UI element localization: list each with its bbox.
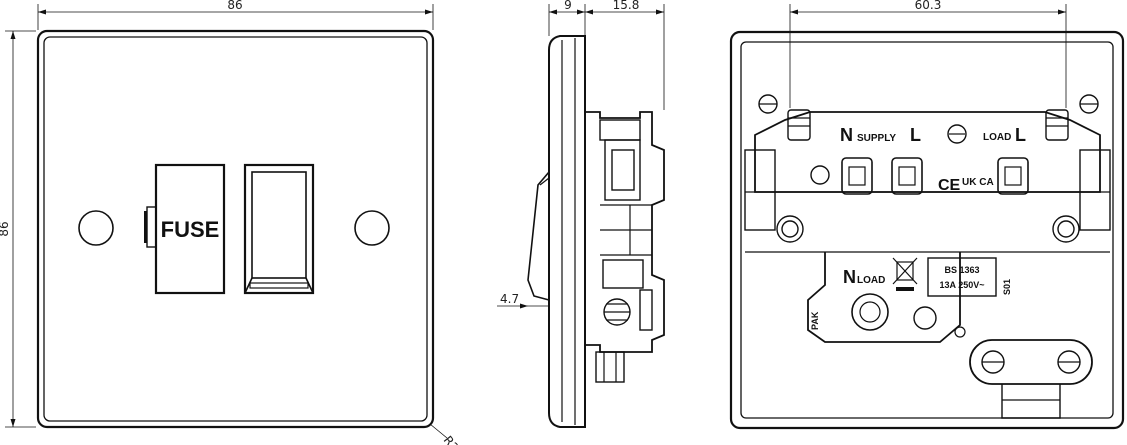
standard-label: BS 1363 [944,265,979,275]
side-rear-body [585,111,665,383]
neutral-load-terminal [851,293,889,331]
rating-panel [927,257,997,297]
cable-clamp [969,339,1093,419]
hole-spacing-label: 60.3 [915,0,942,12]
live-supply-letter: L [910,125,921,145]
switch-outline [243,163,315,295]
live-load-letter: L [1015,125,1026,145]
front-width-label: 86 [227,0,242,12]
rear-lower-block [807,252,961,343]
load-terminal-screw [913,306,937,330]
rear-plate-inner [740,41,1114,419]
earth-screw [947,124,967,144]
rear-plate-outline [729,30,1125,430]
weee-bin-icon [892,257,918,291]
front-view: 86 86 R2 FUSE [0,0,462,445]
front-width-dimension: 86 [37,0,434,30]
fuse-label: FUSE [161,217,220,242]
body-depth-label: 15.8 [613,0,640,12]
terminal-screws [810,157,1029,195]
ukca-mark: UK CA [962,177,994,188]
neutral-load-letter: N [843,267,856,287]
front-plate-bevel [43,36,428,422]
model-code: S01 [1002,279,1012,295]
side-depth-dimensions: 9 15.8 [548,0,665,110]
rating-label: 13A 250V~ [940,280,985,290]
switch-rocker [251,171,307,279]
rear-mechanism-upper [754,111,1101,193]
rear-view: 60.3 N SUPPL [729,0,1125,430]
load-label: LOAD [983,132,1011,143]
fuse-carrier-tab [146,206,157,248]
rocker-switch [243,163,315,295]
front-height-label: 86 [0,221,11,236]
plate-depth-label: 9 [564,0,572,12]
neutral-supply-letter: N [840,125,853,145]
ce-mark: CE [938,177,961,194]
brand-mark: PAK [810,311,820,330]
neutral-load-label: LOAD [857,275,885,286]
front-height-dimension: 86 [0,30,36,428]
rear-hole-spacing-dimension: 60.3 [789,0,1067,108]
left-screw-hole [78,210,114,246]
fuse-carrier: FUSE [144,163,226,295]
front-plate-outline [36,29,435,429]
side-plate-profile [548,35,586,428]
side-lug-screws [787,109,1069,141]
supply-label: SUPPLY [857,133,896,144]
switch-projection-label: 4.7 [500,292,519,306]
side-switch-projection [527,171,550,301]
corner-radius-callout: R2 [429,423,462,445]
side-view: 9 15.8 4.7 [497,0,665,428]
right-screw-hole [354,210,390,246]
corner-radius-label: R2 [441,433,462,445]
switch-projection-dimension: 4.7 [497,292,549,309]
rear-fixing-screws [758,94,1099,114]
